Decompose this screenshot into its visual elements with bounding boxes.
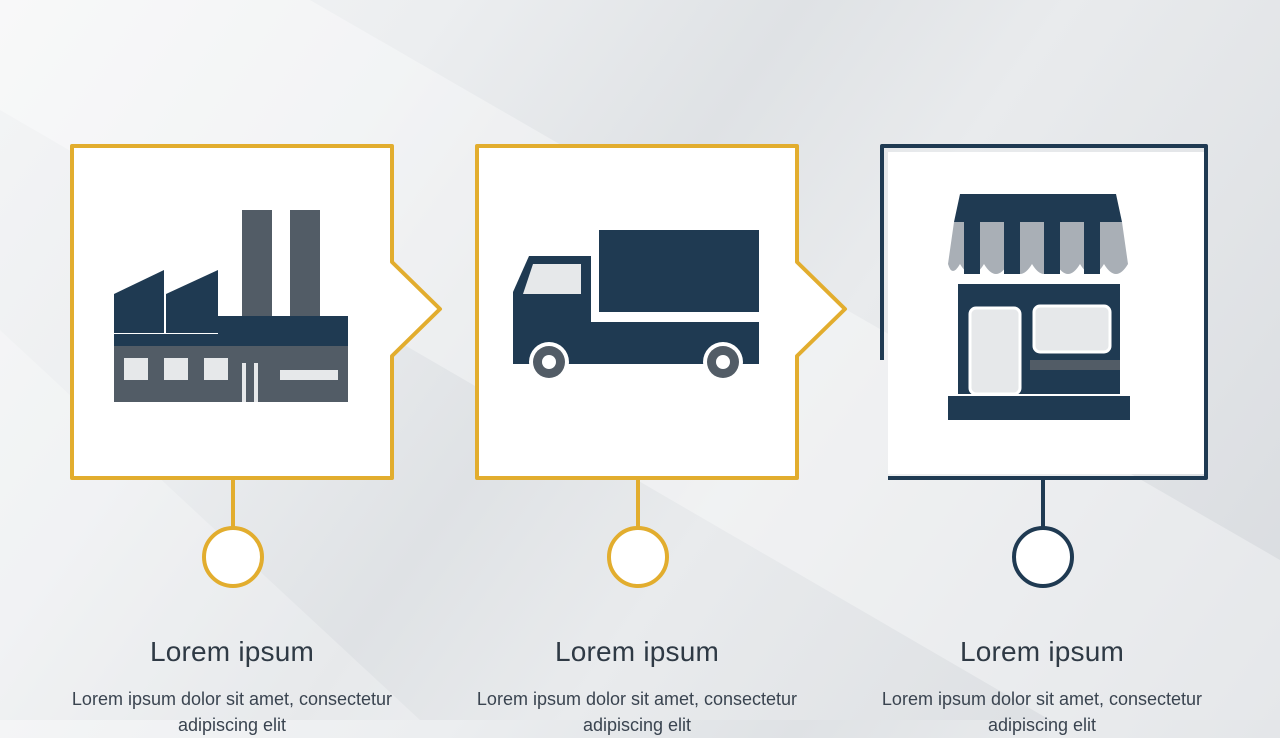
truck-icon bbox=[513, 230, 759, 382]
factory-icon bbox=[114, 210, 348, 402]
step-description: Lorem ipsum dolor sit amet, consectetur … bbox=[476, 689, 798, 735]
step-description: Lorem ipsum dolor sit amet, consectetur … bbox=[881, 689, 1203, 735]
timeline-node bbox=[1012, 526, 1074, 588]
step-title: Lorem ipsum bbox=[959, 636, 1125, 667]
step-factory: Lorem ipsum Lorem ipsum dolor sit amet, … bbox=[32, 0, 442, 735]
step-title: Lorem ipsum bbox=[554, 636, 720, 667]
step-store: Lorem ipsum Lorem ipsum dolor sit amet, … bbox=[842, 0, 1242, 735]
step-title: Lorem ipsum bbox=[149, 636, 315, 667]
step-truck: Lorem ipsum Lorem ipsum dolor sit amet, … bbox=[437, 0, 847, 735]
timeline-node bbox=[202, 526, 264, 588]
timeline-node bbox=[607, 526, 669, 588]
store-icon bbox=[948, 194, 1130, 420]
step-description: Lorem ipsum dolor sit amet, consectetur … bbox=[71, 689, 393, 735]
